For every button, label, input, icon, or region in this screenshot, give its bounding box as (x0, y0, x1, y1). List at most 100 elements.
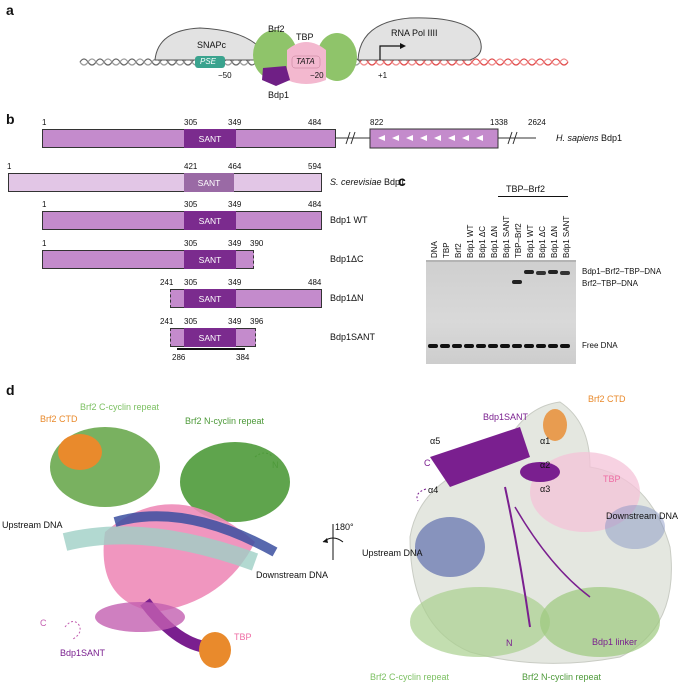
panel-label-a: a (6, 2, 14, 18)
right-alpha4: α4 (428, 485, 439, 495)
band-label-free-dna: Free DNA (582, 341, 618, 350)
sant-pos-396: 396 (250, 317, 264, 326)
right-alpha1: α1 (540, 436, 551, 446)
left-tbp-label: TBP (234, 632, 252, 642)
rotation-icon (322, 524, 344, 560)
wt-sant-domain: SANT (184, 211, 236, 230)
lane-label: Bdp1 SANT (502, 215, 511, 258)
lane-label: Bdp1 WT (526, 224, 535, 258)
sant-pos-286: 286 (172, 353, 186, 362)
group-bracket (498, 196, 568, 197)
pse-label: PSE (200, 57, 217, 66)
right-brf2-c-cyclin-label: Brf2 C-cyclin repeat (370, 672, 450, 682)
brf2-lobe-right (317, 33, 357, 81)
human-pos-2624: 2624 (528, 118, 546, 127)
sant-pos-305: 305 (184, 317, 198, 326)
yeast-label: S. cerevisiae Bdp1 (330, 177, 405, 187)
band-label-bdp1-complex: Bdp1–Brf2–TBP–DNA (582, 267, 662, 276)
dc-pos-390: 390 (250, 239, 264, 248)
left-n-terminus: N (272, 460, 279, 470)
right-brf2-n-cyclin-label: Brf2 N-cyclin repeat (522, 672, 602, 682)
human-protein: Bdp1 (601, 133, 623, 143)
dc-pos-349: 349 (228, 239, 242, 248)
dc-pos-305: 305 (184, 239, 198, 248)
position-minus20: −20 (310, 71, 324, 80)
yeast-protein: Bdp1 (384, 177, 406, 187)
human-pos-1: 1 (42, 118, 47, 127)
panel-c-emsa: TBP–Brf2 Bdp1–Brf2–TBP–DNA Brf2–TBP–DNA … (410, 182, 685, 372)
left-brf2-ctd-label: Brf2 CTD (40, 414, 78, 424)
panel-d-structures: Brf2 C-cyclin repeat Brf2 CTD Brf2 N-cyc… (0, 392, 685, 683)
tata-box (291, 55, 321, 69)
panel-label-b: b (6, 111, 15, 127)
right-upstream-dna-label: Upstream DNA (362, 548, 423, 558)
tbp-label: TBP (296, 32, 314, 42)
human-species: H. sapiens (556, 133, 599, 143)
panel-b-constructs: 1 305 349 484 822 1338 2624 SANT H. sapi… (0, 108, 622, 378)
yeast-pos-1: 1 (7, 162, 12, 171)
left-downstream-dna-label: Downstream DNA (256, 570, 329, 580)
gel-image (426, 260, 576, 364)
wt-pos-349: 349 (228, 200, 242, 209)
wt-label: Bdp1 WT (330, 215, 368, 225)
human-bdp1-extension (336, 128, 536, 149)
right-downstream-dna-label: Downstream DNA (606, 511, 679, 521)
wt-pos-305: 305 (184, 200, 198, 209)
right-brf2-ctd-label: Brf2 CTD (588, 394, 626, 404)
lane-label: Bdp1 ΔC (478, 225, 487, 258)
human-pos-349: 349 (228, 118, 242, 127)
dc-pos-1: 1 (42, 239, 47, 248)
pse-box (195, 56, 225, 68)
right-bdp1sant-label: Bdp1SANT (483, 412, 529, 422)
right-structure-surface (409, 401, 672, 664)
sant-pos-349: 349 (228, 317, 242, 326)
position-minus50: −50 (218, 71, 232, 80)
yeast-pos-421: 421 (184, 162, 198, 171)
human-pos-1338: 1338 (490, 118, 508, 127)
band-label-brf2-tbp-dna: Brf2–TBP–DNA (582, 279, 639, 288)
right-alpha5: α5 (430, 436, 441, 446)
dn-sant-domain: SANT (184, 289, 236, 308)
rna-pol-label: RNA Pol IIII (391, 28, 438, 38)
sant-label: Bdp1SANT (330, 332, 376, 342)
panel-label-d: d (6, 382, 15, 398)
lane-label: Brf2 (454, 243, 463, 258)
lane-label: Bdp1 ΔC (538, 225, 547, 258)
lane-label: Bdp1 ΔN (490, 225, 499, 258)
right-alpha2: α2 (540, 460, 551, 470)
bdp1-shape (262, 66, 290, 86)
lane-label: Bdp1 WT (466, 224, 475, 258)
panel-a-schematic: SNAPc Brf2 TBP RNA Pol IIII PSE TATA Bdp… (0, 0, 685, 105)
lane-label: Bdp1 SANT (562, 215, 571, 258)
left-brf2-c-cyclin-label: Brf2 C-cyclin repeat (80, 402, 160, 412)
left-brf2-n-cyclin-label: Brf2 N-cyclin repeat (185, 416, 265, 426)
dc-sant-domain: SANT (184, 250, 236, 269)
sant-pos-241: 241 (160, 317, 174, 326)
lane-label: DNA (430, 241, 439, 258)
tata-label: TATA (296, 57, 315, 66)
human-label: H. sapiens Bdp1 (556, 133, 622, 143)
tss-arrow (379, 45, 400, 60)
wt-bar (42, 211, 322, 230)
snapc-label: SNAPc (197, 40, 227, 50)
human-pos-305: 305 (184, 118, 198, 127)
right-n-terminus: N (506, 638, 513, 648)
right-c-terminus: C (424, 458, 431, 468)
brf2-label: Brf2 (268, 24, 285, 34)
wt-pos-484: 484 (308, 200, 322, 209)
right-bdp1-linker-label: Bdp1 linker (592, 637, 638, 647)
right-tbp-label: TBP (603, 474, 621, 484)
lane-label: Bdp1 ΔN (550, 225, 559, 258)
gel-bands (426, 260, 576, 348)
left-upstream-dna-label: Upstream DNA (2, 520, 63, 530)
dn-pos-349: 349 (228, 278, 242, 287)
yeast-pos-594: 594 (308, 162, 322, 171)
tbp-brf2-group-label: TBP–Brf2 (506, 184, 546, 194)
panel-label-c: c (398, 173, 406, 189)
crystal-construct-line (177, 348, 245, 350)
yeast-pos-464: 464 (228, 162, 242, 171)
dn-pos-484: 484 (308, 278, 322, 287)
dn-pos-305: 305 (184, 278, 198, 287)
bdp1-label: Bdp1 (268, 90, 290, 100)
left-bdp1sant-label: Bdp1SANT (60, 648, 106, 658)
